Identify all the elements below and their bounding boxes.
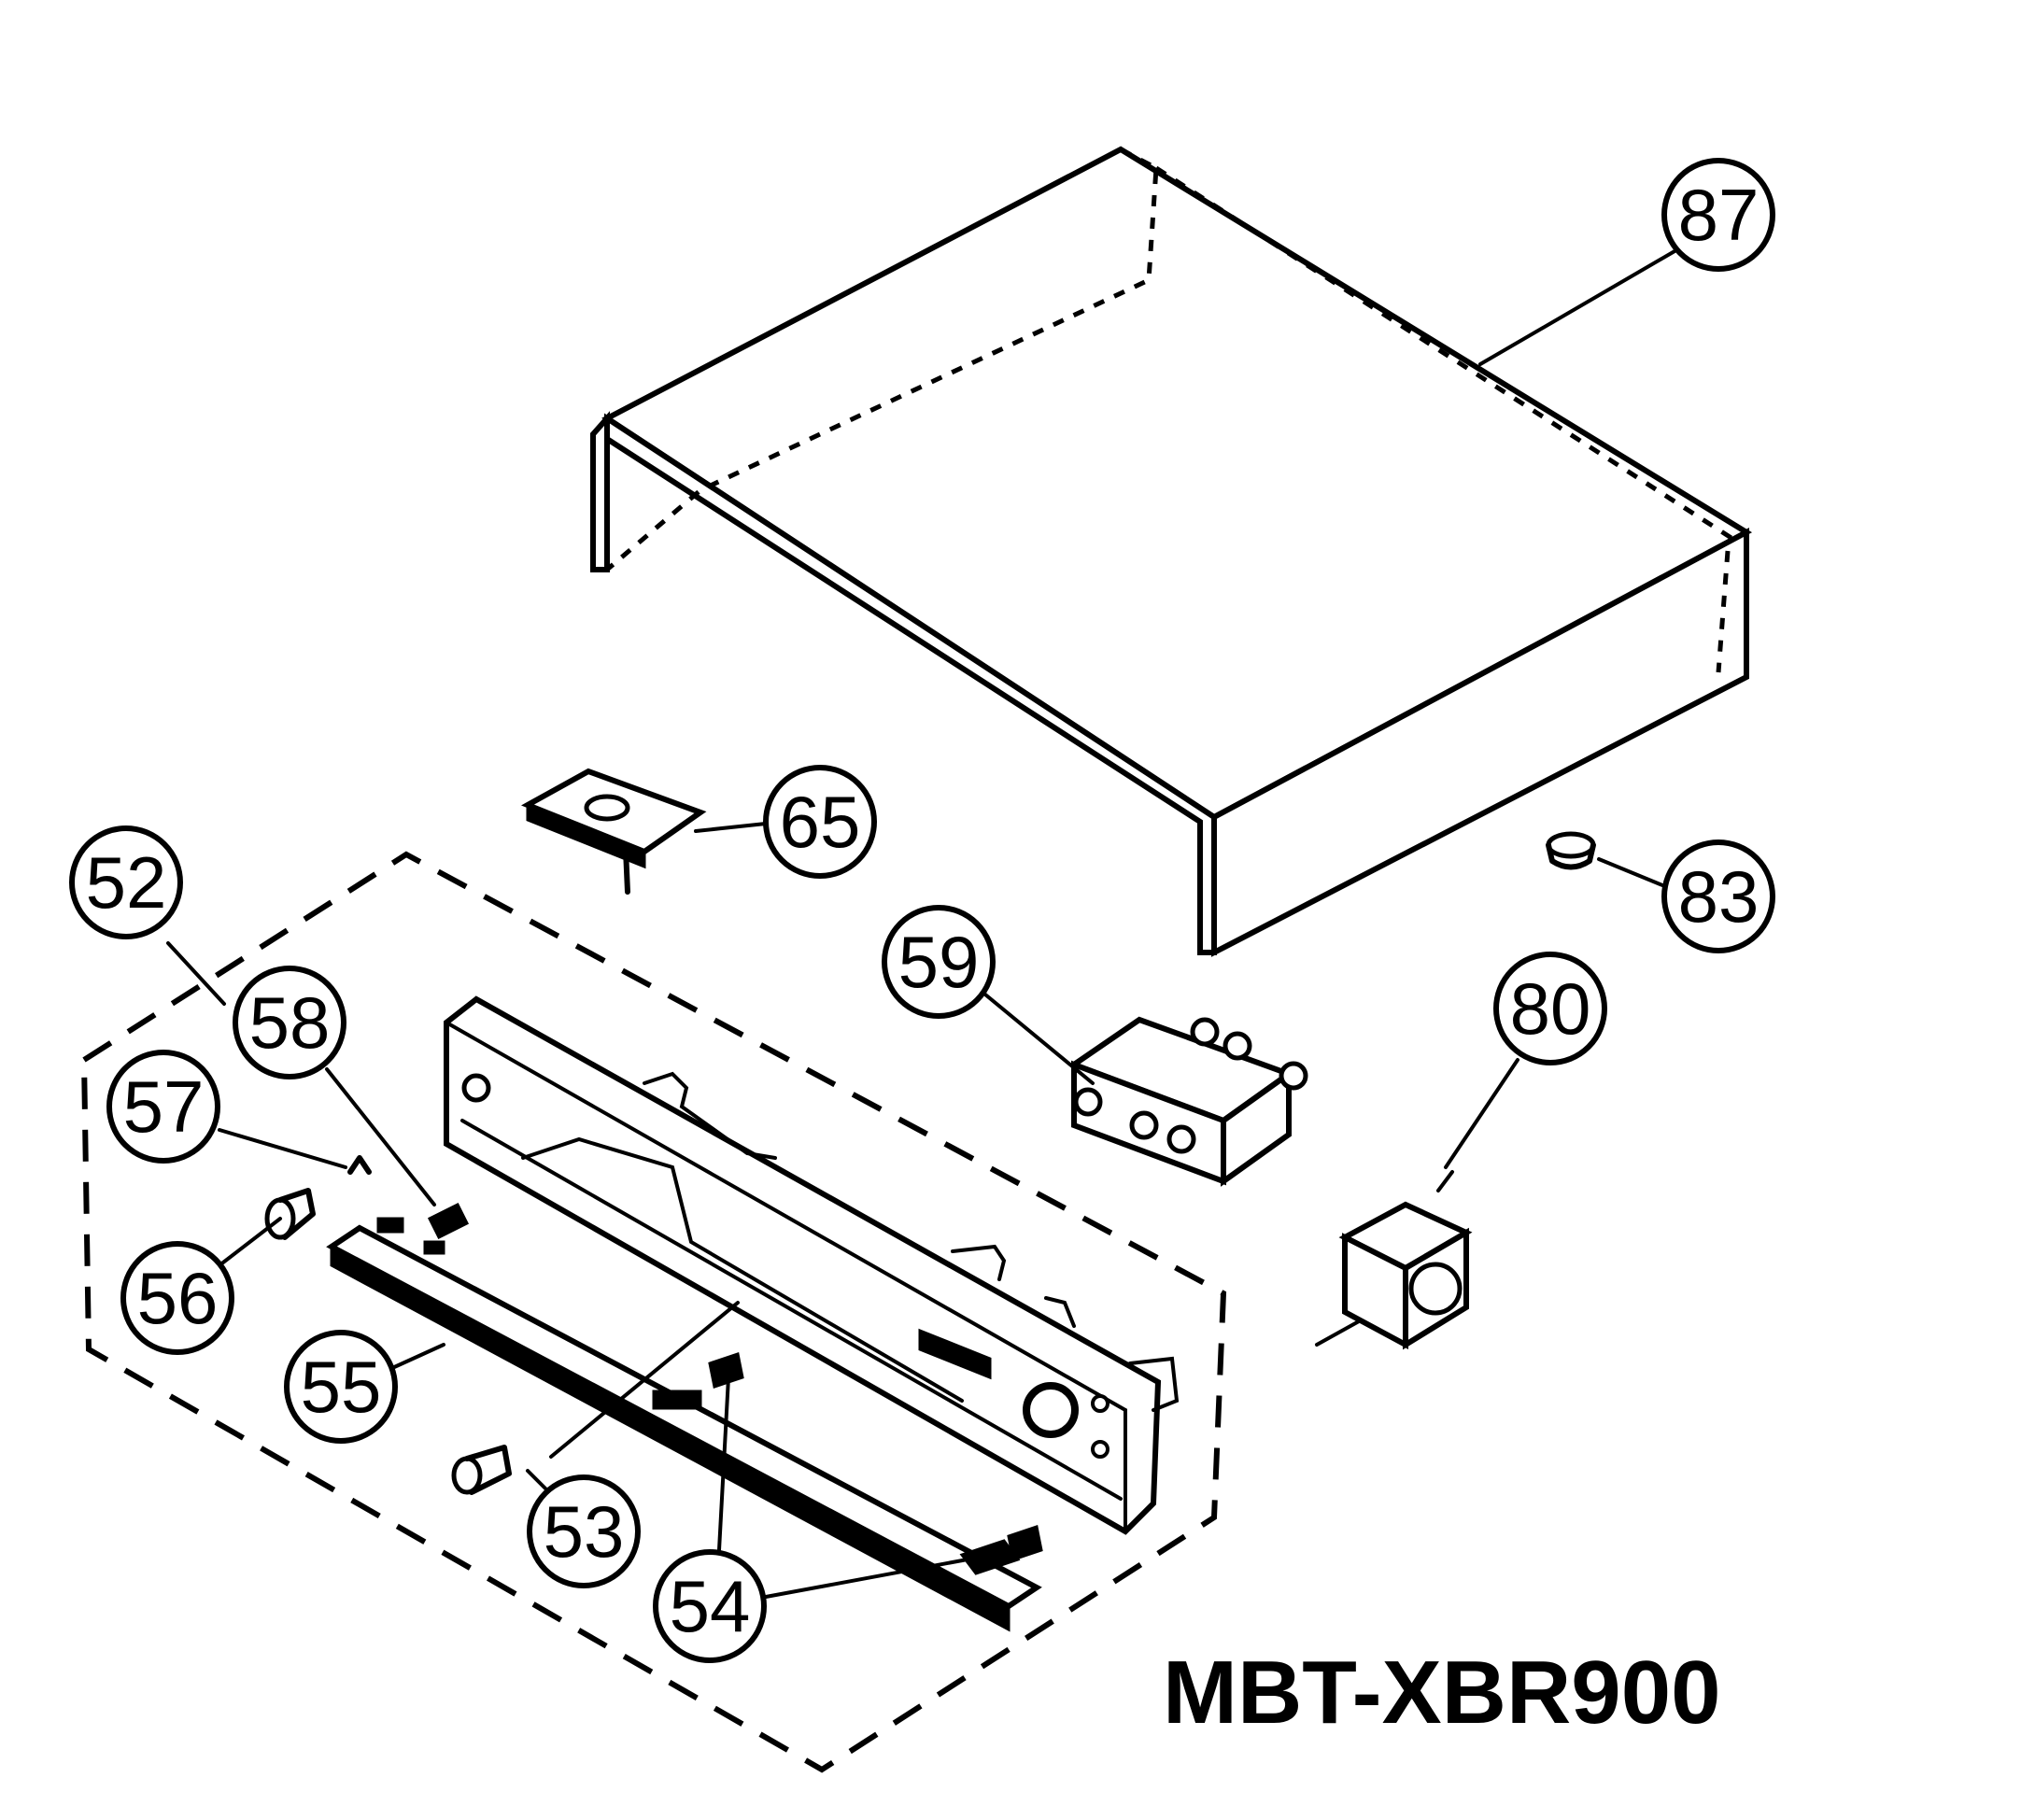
fan-part bbox=[1315, 1170, 1473, 1350]
callout-54: 54 bbox=[653, 1549, 767, 1663]
callout-55: 55 bbox=[284, 1330, 398, 1444]
callout-59: 59 bbox=[882, 905, 996, 1019]
callout-83: 83 bbox=[1661, 839, 1775, 953]
front-panel bbox=[444, 995, 1180, 1535]
jack-block-part bbox=[1067, 1016, 1308, 1187]
callout-87: 87 bbox=[1661, 158, 1775, 272]
callout-56-label: 56 bbox=[137, 1257, 219, 1339]
callout-52-label: 52 bbox=[86, 841, 167, 924]
callout-87-label: 87 bbox=[1678, 174, 1760, 256]
top-cover bbox=[590, 146, 1753, 957]
callout-80-label: 80 bbox=[1510, 967, 1591, 1050]
callout-54-label: 54 bbox=[670, 1565, 751, 1647]
callout-53-label: 53 bbox=[544, 1490, 625, 1573]
callout-53: 53 bbox=[527, 1474, 641, 1588]
callout-58-label: 58 bbox=[249, 981, 331, 1064]
bracket-part bbox=[521, 768, 707, 895]
callout-58: 58 bbox=[233, 966, 346, 1079]
cap-part bbox=[1546, 831, 1596, 870]
callout-59-label: 59 bbox=[898, 921, 980, 1003]
callout-65: 65 bbox=[763, 765, 877, 879]
front-panel-assembly-boundary bbox=[80, 851, 1227, 1773]
callout-57-label: 57 bbox=[123, 1065, 205, 1148]
callout-52: 52 bbox=[69, 825, 183, 939]
leader-lines bbox=[166, 246, 1683, 1599]
callout-65-label: 65 bbox=[780, 781, 861, 863]
callout-56: 56 bbox=[120, 1241, 234, 1355]
callout-55-label: 55 bbox=[301, 1346, 382, 1428]
long-bar-part bbox=[326, 1217, 1042, 1632]
model-label: MBT-XBR900 bbox=[1163, 1643, 1720, 1742]
callout-80: 80 bbox=[1493, 952, 1607, 1065]
callout-57: 57 bbox=[106, 1050, 220, 1164]
callout-83-label: 83 bbox=[1678, 855, 1760, 938]
